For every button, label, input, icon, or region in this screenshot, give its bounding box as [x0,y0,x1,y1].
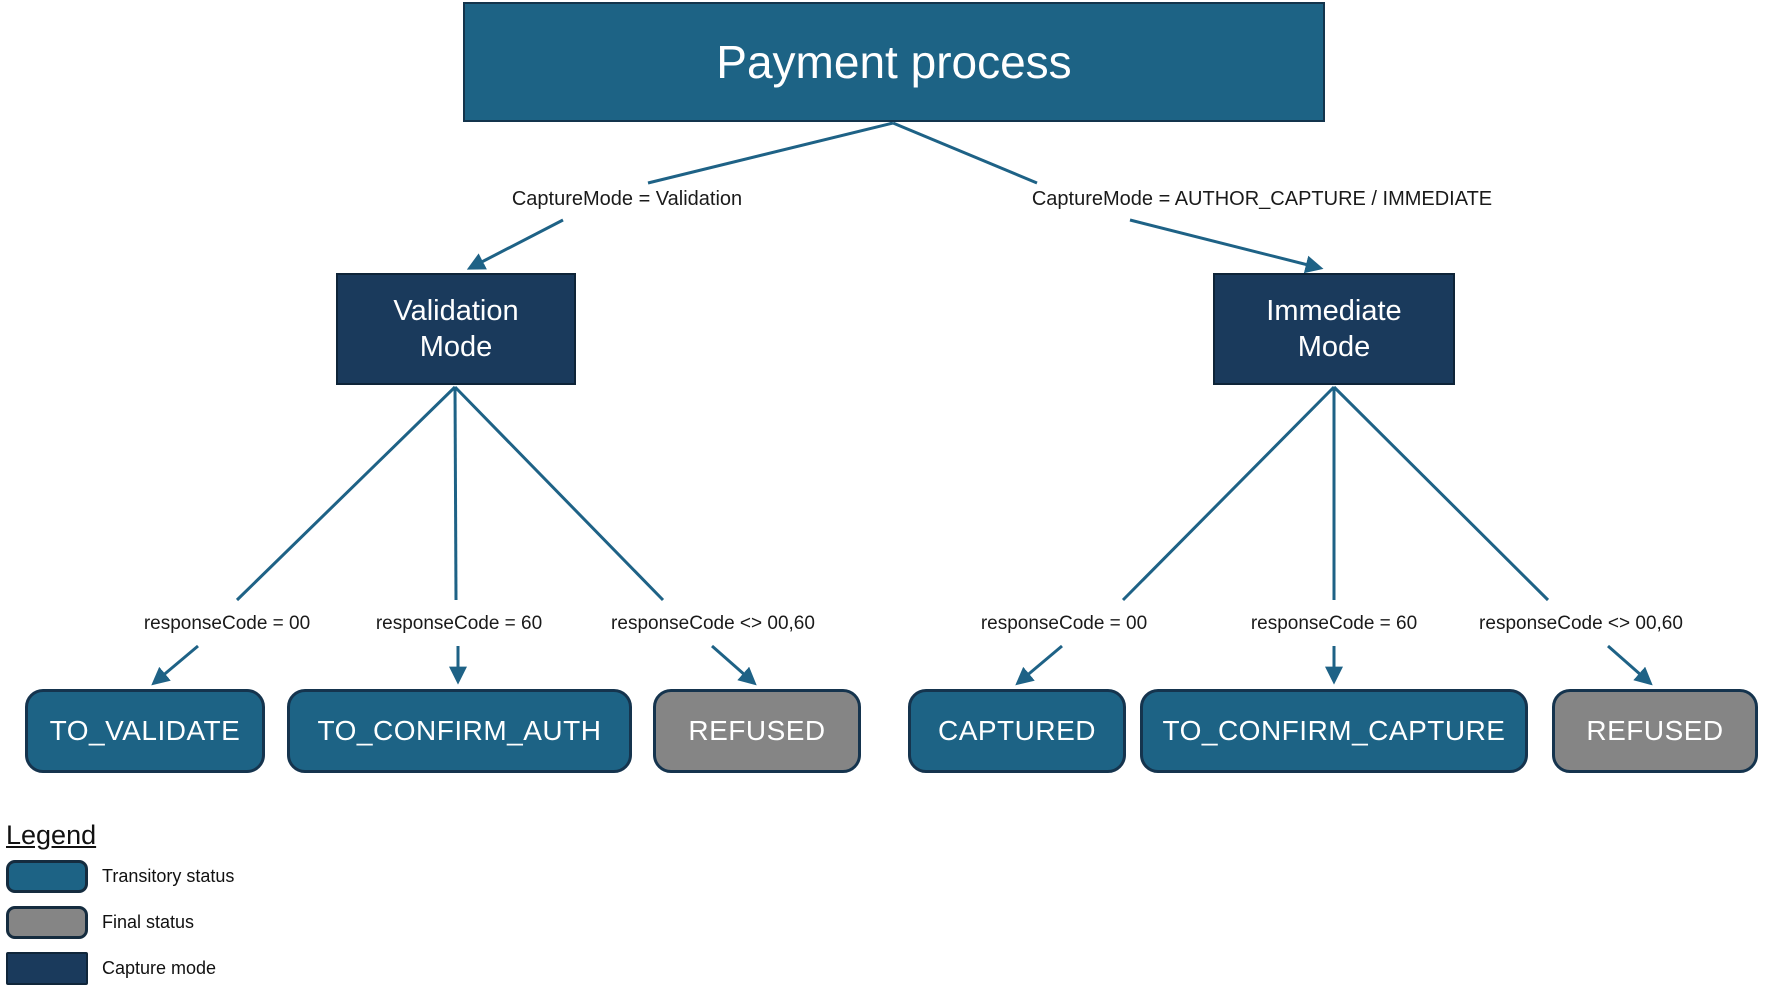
edge-immediate-label-to-mode-arrow [1129,218,1324,274]
edge-response00-to-captured-arrow [1015,644,1063,686]
legend-item-transitory: Transitory status [6,859,234,893]
node-to-confirm-auth: TO_CONFIRM_AUTH [287,689,632,773]
edge-label-response60-left: responseCode = 60 [375,613,543,634]
node-refused-left: REFUSED [653,689,861,773]
edge-label-response60-right: responseCode = 60 [1250,613,1418,634]
edge-immediate-to-response00-label [1121,385,1336,602]
node-refused-right: REFUSED [1552,689,1758,773]
edge-label-capturemode-author-immediate: CaptureMode = AUTHOR_CAPTURE / IMMEDIATE [1031,188,1493,210]
edge-root-to-validation-label [647,121,894,185]
edge-label-response00-right: responseCode = 00 [980,613,1148,634]
node-to-confirm-capture: TO_CONFIRM_CAPTURE [1140,689,1528,773]
node-immediate-mode: Immediate Mode [1213,273,1455,385]
edge-label-response-other-right: responseCode <> 00,60 [1479,613,1683,634]
edge-immediate-to-response-other-label [1332,385,1550,602]
legend-item-label: Final status [102,911,195,932]
node-payment-process: Payment process [463,2,1325,122]
final-status-swatch [6,905,88,939]
capture-mode-swatch [6,951,88,985]
node-validation-mode: Validation Mode [336,273,576,385]
edge-response-other-to-refused-left-arrow [711,644,757,686]
edge-root-to-immediate-label [892,121,1038,185]
legend-item-label: Transitory status [102,865,235,886]
edge-validation-to-response-other-label [453,385,665,602]
legend-item-label: Capture mode [102,957,217,978]
edge-label-capturemode-validation: CaptureMode = Validation [511,188,743,210]
edge-validation-label-to-mode-arrow [466,218,564,270]
legend: Legend Transitory status Final status Ca… [6,820,234,996]
transitory-status-swatch [6,859,88,893]
edge-response00-to-to-validate-arrow [151,644,199,686]
edge-validation-to-response00-label [235,385,457,602]
edge-label-response-other-left: responseCode <> 00,60 [611,613,815,634]
node-captured: CAPTURED [908,689,1126,773]
edge-validation-to-response60-label [453,386,458,601]
edge-response-other-to-refused-right-arrow [1607,644,1653,686]
legend-item-capture-mode: Capture mode [6,951,234,985]
node-to-validate: TO_VALIDATE [25,689,265,773]
legend-item-final: Final status [6,905,234,939]
legend-title: Legend [6,820,97,850]
edge-label-response00-left: responseCode = 00 [143,613,311,634]
